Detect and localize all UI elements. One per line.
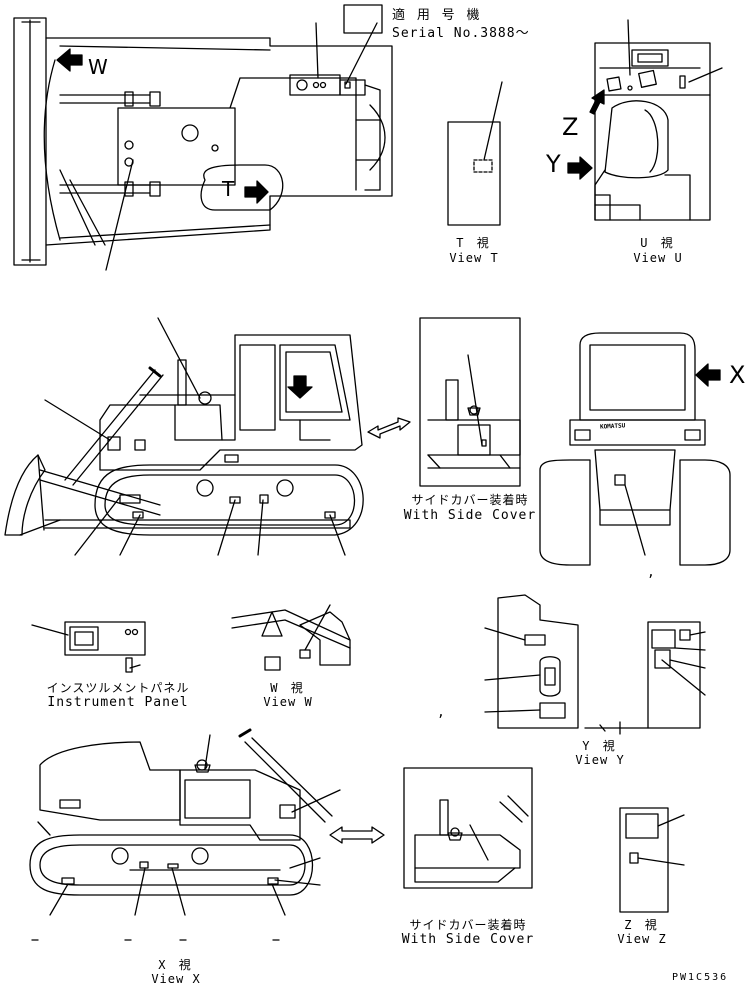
view-w-caption-en: View W bbox=[263, 695, 313, 709]
serial-box bbox=[344, 5, 382, 33]
side-cover-lower-en: With Side Cover bbox=[401, 932, 535, 947]
double-arrow-lower bbox=[330, 827, 384, 843]
view-w-caption-jp: W 視 bbox=[270, 681, 306, 695]
view-t-marker: T bbox=[222, 177, 236, 201]
view-t-drawing bbox=[448, 82, 502, 225]
view-x-marker: X bbox=[729, 361, 747, 389]
view-u-caption-jp: U 視 bbox=[640, 236, 676, 250]
view-z-caption-jp: Z 視 bbox=[624, 918, 660, 932]
side-cover-upper-en: With Side Cover bbox=[403, 508, 537, 523]
brand-logo-text: KOMATSU bbox=[599, 422, 626, 431]
arrow-w bbox=[57, 49, 82, 71]
blade-top bbox=[14, 18, 46, 265]
dozer-rear-view bbox=[540, 333, 730, 565]
side-cover-detail-lower bbox=[404, 768, 532, 888]
view-t-marker-bubble bbox=[201, 165, 283, 210]
view-x-caption-jp: X 視 bbox=[158, 958, 194, 972]
view-w-drawing bbox=[232, 605, 350, 670]
dozer-side-view bbox=[5, 318, 410, 555]
serial-number-label: Serial No.3888～ bbox=[392, 26, 530, 41]
side-track bbox=[95, 465, 363, 535]
instrument-panel-en: Instrument Panel bbox=[47, 695, 189, 710]
arrow-x bbox=[696, 364, 720, 386]
stray-comma-1: , bbox=[647, 565, 656, 580]
double-arrow-upper bbox=[368, 418, 410, 438]
view-u-drawing bbox=[568, 20, 722, 220]
view-y-drawing bbox=[485, 595, 705, 734]
view-t-caption-en: View T bbox=[449, 251, 499, 265]
instrument-panel-jp: インスツルメントパネル bbox=[46, 681, 190, 695]
view-y-marker: Y bbox=[546, 150, 562, 178]
side-cover-detail-upper bbox=[420, 318, 520, 486]
stray-comma-2: , bbox=[437, 705, 446, 720]
view-z-marker: Z bbox=[562, 113, 580, 141]
dozer-side-view-lower bbox=[30, 730, 384, 940]
applicability-label: 適 用 号 機 bbox=[392, 8, 482, 23]
side-cover-upper-jp: サイドカバー装着時 bbox=[411, 493, 529, 507]
arrow-y bbox=[568, 157, 592, 179]
instrument-panel-drawing bbox=[32, 622, 145, 672]
arrow-z bbox=[590, 90, 604, 114]
view-z-caption-en: View Z bbox=[617, 932, 667, 946]
frame-outline bbox=[46, 38, 392, 245]
side-cover-lower-jp: サイドカバー装着時 bbox=[409, 918, 527, 932]
view-z-drawing bbox=[620, 808, 684, 912]
view-t-caption-jp: T 視 bbox=[456, 236, 492, 250]
view-w-marker: W bbox=[88, 55, 109, 79]
view-y-caption-en: View Y bbox=[575, 753, 625, 767]
view-u-caption-en: View U bbox=[633, 251, 683, 265]
view-x-caption-en: View X bbox=[151, 972, 201, 986]
view-y-caption-jp: Y 視 bbox=[582, 739, 618, 753]
arrow-t bbox=[245, 181, 268, 203]
dozer-top-view bbox=[14, 5, 392, 270]
lower-track bbox=[30, 835, 313, 895]
arrow-cab-down bbox=[288, 376, 312, 398]
drawing-code: PW1C536 bbox=[672, 972, 729, 983]
